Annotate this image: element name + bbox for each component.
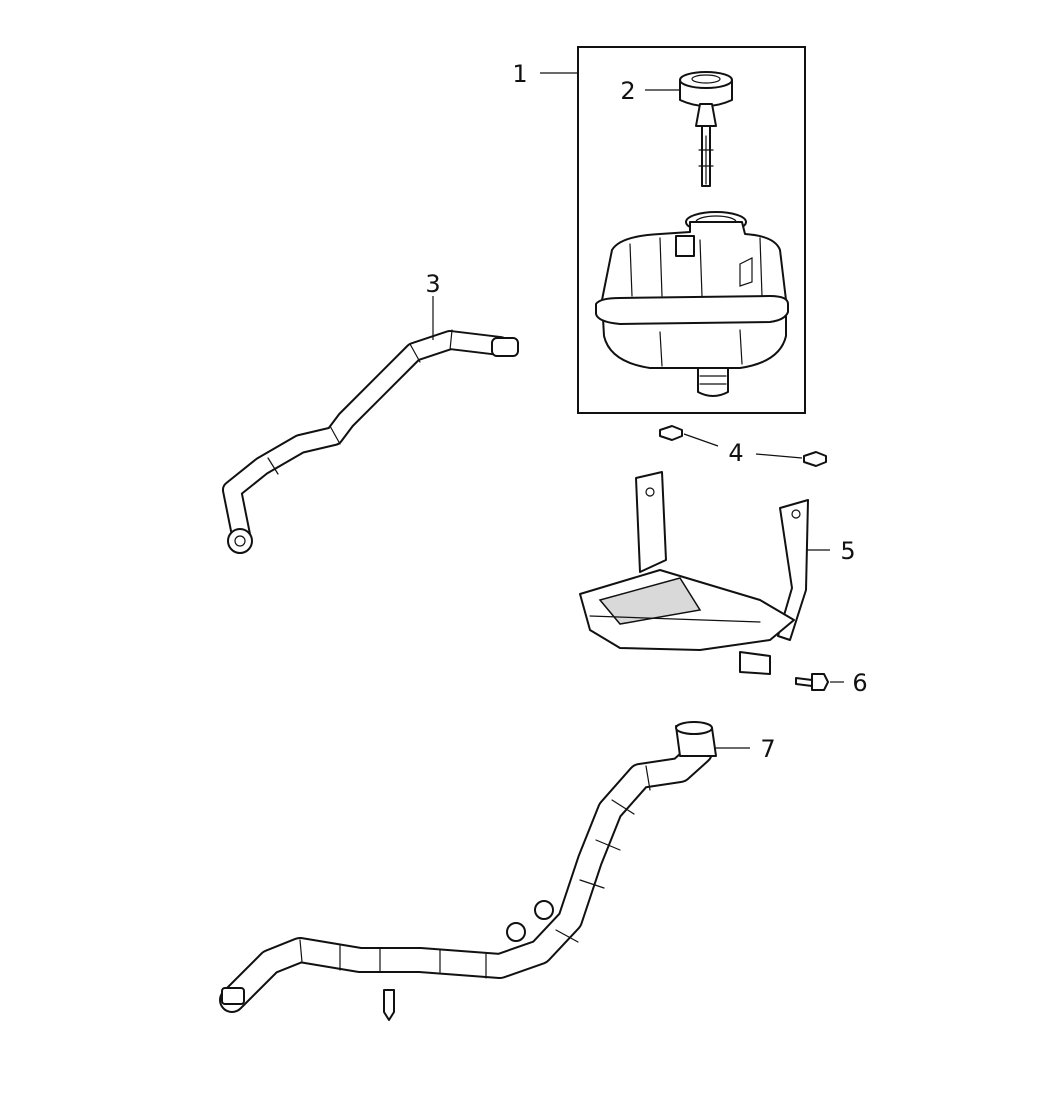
callout-5: 5	[840, 537, 855, 565]
reservoir-assembly-box	[540, 46, 806, 414]
callout-2: 2	[620, 77, 635, 105]
callout-1: 1	[512, 60, 527, 88]
callout-6: 6	[852, 669, 867, 697]
coolant-hose-lower-icon	[219, 721, 717, 1021]
reservoir-cap-icon	[679, 71, 733, 187]
callout-7: 7	[760, 735, 775, 763]
coolant-hose-upper-icon	[222, 329, 519, 554]
coolant-reservoir-icon	[595, 211, 789, 397]
reservoir-bracket-icon	[579, 471, 809, 675]
callout-4: 4	[728, 439, 743, 467]
callout-3: 3	[425, 270, 440, 298]
nut-icon	[659, 425, 827, 467]
bolt-icon	[795, 673, 829, 691]
